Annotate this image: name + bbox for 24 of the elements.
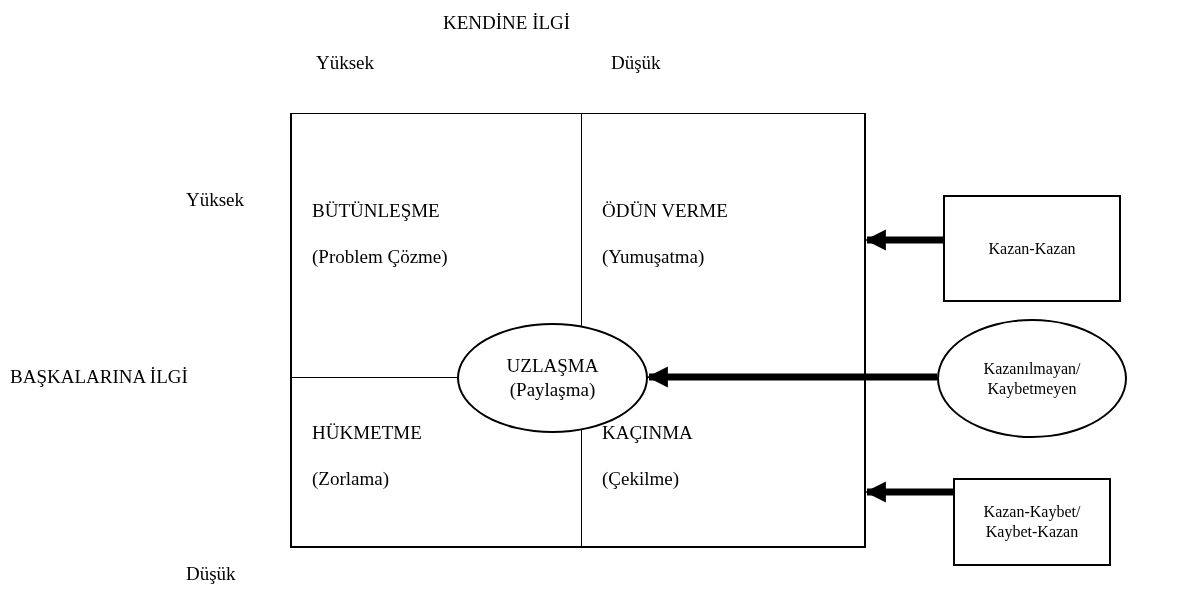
strategy-subtitle: (Problem Çözme): [312, 246, 448, 268]
arrow: [864, 481, 953, 503]
arrow: [646, 366, 937, 388]
node-text: (Paylaşma): [508, 378, 597, 402]
node-text: Kazan-Kaybet/ Kaybet-Kazan: [982, 502, 1082, 542]
strategy-name: ÖDÜN VERME: [602, 200, 728, 222]
strategy-name: BÜTÜNLEŞME: [312, 200, 440, 222]
axis-value: Yüksek: [316, 52, 375, 74]
axis-title: KENDİNE İLGİ: [443, 12, 571, 34]
node-text: Kazan-Kazan: [987, 238, 1077, 259]
axis-value: Düşük: [611, 52, 661, 74]
arrow: [864, 229, 943, 251]
node-text: UZLAŞMA: [505, 354, 600, 378]
strategy-subtitle: (Yumuşatma): [602, 246, 705, 268]
strategy-name: KAÇINMA: [602, 422, 693, 444]
outcome-box: [943, 195, 1121, 302]
strategy-subtitle: (Zorlama): [312, 468, 389, 490]
axis-title: BAŞKALARINA İLGİ: [10, 366, 188, 388]
outcome-box: [953, 478, 1111, 566]
strategy-subtitle: (Çekilme): [602, 468, 680, 490]
node-text: Kazanılmayan/ Kaybetmeyen: [982, 358, 1082, 399]
axis-value: Yüksek: [186, 189, 245, 211]
axis-value: Düşük: [186, 563, 236, 585]
strategy-name: HÜKMETME: [312, 422, 422, 444]
